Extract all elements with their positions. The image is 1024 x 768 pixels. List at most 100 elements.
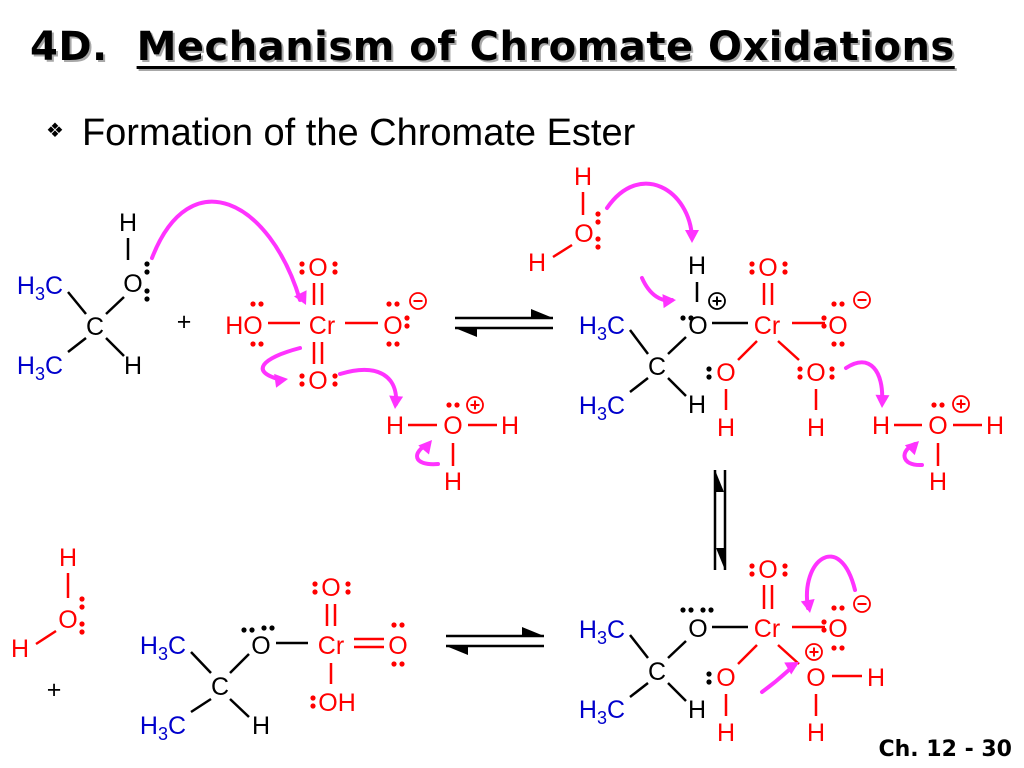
chromate-ho-lp-top xyxy=(250,301,264,307)
curved-arrow-hydroxyl-to-hydronium xyxy=(844,360,890,408)
ester-alpha-h: H xyxy=(252,712,270,740)
curved-arrow-oxide-to-cr-pi xyxy=(800,554,857,613)
chromate-lp-top-left xyxy=(299,261,305,275)
chromate-double-bond-bottom xyxy=(312,342,324,364)
bullet-line: ❖ Formation of the Chromate Ester xyxy=(46,112,635,155)
lower-intermediate-hydroxyl-h: H xyxy=(717,719,735,747)
curved-arrow-oxo-to-hydronium xyxy=(338,368,404,409)
lower-intermediate-water-oxygen: O xyxy=(806,664,825,692)
ester-o-lp-top-right xyxy=(261,625,275,631)
lower-intermediate-carbon: C xyxy=(648,658,666,686)
isopropanol-oxygen: O xyxy=(123,270,142,298)
intermediate-oxide-right: O xyxy=(828,312,847,340)
intermediate-negative-charge xyxy=(853,291,871,309)
lower-intermediate-negative-charge xyxy=(853,595,871,613)
ester-hydroxyl: OH xyxy=(318,689,356,717)
ester-o-lp-top-left xyxy=(241,627,255,633)
intermediate-oxonium-positive-charge xyxy=(708,292,726,310)
water-top-h-left: H xyxy=(528,249,546,277)
isopropanol-o-lone-pair-top xyxy=(144,261,150,275)
curved-arrow-alcohol-to-chromium xyxy=(150,199,307,305)
intermediate-hydroxyl-left-lp xyxy=(706,366,712,380)
intermediate-oxide-lp-bottom xyxy=(831,341,845,347)
water-product-bond-left xyxy=(35,629,57,646)
isopropanol-alpha-h: H xyxy=(124,352,142,380)
chromate-o-lp-right xyxy=(404,315,410,329)
ester-bond-c-h xyxy=(229,698,250,718)
hydronium-left-h-left: H xyxy=(386,412,404,440)
curved-arrow-water-to-oxonium-h xyxy=(605,181,699,243)
lower-intermediate-bond-c-h xyxy=(667,682,687,702)
intermediate-bond-c-o xyxy=(667,336,687,355)
water-top-bond-left xyxy=(552,243,573,259)
slide-number: Ch. 12 - 30 xyxy=(878,737,1012,762)
intermediate-oxo-lp-right xyxy=(782,261,788,275)
lower-intermediate-water-h-right: H xyxy=(867,664,885,692)
lower-intermediate-bond-cr-oh-left xyxy=(737,644,758,665)
isopropanol-bond-ch3-top xyxy=(67,291,87,315)
ester-oxo-right-lp-bottom xyxy=(391,661,405,667)
hydronium-left-h-bottom: H xyxy=(444,468,462,496)
ester-bond-ch3-top xyxy=(190,651,212,674)
hydronium-right-h-left: H xyxy=(872,412,890,440)
chromate-double-bond-top xyxy=(312,283,324,305)
water-product-h-up: H xyxy=(59,544,77,572)
equilibrium-arrow-bottom xyxy=(446,627,544,655)
plus-sign-top: + xyxy=(177,308,192,336)
hydronium-left-positive-charge xyxy=(466,396,484,414)
bullet-text: Formation of the Chromate Ester xyxy=(81,112,636,154)
equilibrium-arrow-top xyxy=(455,309,553,337)
hydronium-left-oxygen: O xyxy=(443,412,462,440)
isopropanol-hydroxyl-h: H xyxy=(119,209,137,237)
intermediate-bond-ch3-bottom xyxy=(629,377,649,393)
lower-intermediate-hydroxyl-lp xyxy=(706,671,712,685)
water-top-lp-upper xyxy=(595,211,601,225)
intermediate-chromium: Cr xyxy=(754,312,780,340)
lower-intermediate-methyl-top: H3C xyxy=(579,616,625,648)
hydronium-right-lp xyxy=(931,402,945,408)
ester-bond-c-o xyxy=(229,653,250,674)
diamond-bullet-icon: ❖ xyxy=(46,120,64,143)
chromate-oxo-top: O xyxy=(308,254,327,282)
isopropanol-carbon: C xyxy=(86,313,104,341)
slide-title: 4D. Mechanism of Chromate Oxidations xyxy=(30,24,955,70)
lower-intermediate-water-h-bottom: H xyxy=(807,719,825,747)
ester-double-bond-right xyxy=(354,637,384,649)
chromate-lp-top-right xyxy=(332,261,338,275)
ester-methyl-bottom: H3C xyxy=(140,712,186,744)
ester-oxo-right-lp-top xyxy=(391,622,405,628)
lower-intermediate-hydroxyl-o: O xyxy=(716,664,735,692)
ester-oxo-right: O xyxy=(388,632,407,660)
hydronium-left-h-right: H xyxy=(501,412,519,440)
water-product-lp-upper xyxy=(79,596,85,610)
intermediate-hydroxyl-left-o: O xyxy=(716,359,735,387)
intermediate-oxo-lp-left xyxy=(749,261,755,275)
hydronium-right-h-right: H xyxy=(986,412,1004,440)
isopropanol-bond-c-h xyxy=(105,337,125,357)
lower-intermediate-ester-oxygen: O xyxy=(688,615,707,643)
water-product-lp-lower xyxy=(79,621,85,635)
lower-intermediate-bond-ch3-top xyxy=(629,634,649,659)
lower-intermediate-chromium: Cr xyxy=(754,615,780,643)
isopropanol-bond-ch3-bottom xyxy=(67,337,87,353)
intermediate-hydroxyl-left-h: H xyxy=(717,414,735,442)
title-number: 4D. xyxy=(30,24,108,70)
isopropanol-o-lone-pair-bottom xyxy=(144,288,150,302)
intermediate-hydroxyl-right-o: O xyxy=(806,359,825,387)
ester-oxo-lp-right xyxy=(345,581,351,595)
ester-oxygen: O xyxy=(251,632,270,660)
ester-chromium: Cr xyxy=(318,632,344,660)
ester-bond-ch3-bottom xyxy=(190,697,212,714)
intermediate-ester-o-lp xyxy=(680,315,694,321)
curved-arrow-hydronium-left-bond xyxy=(415,440,440,467)
intermediate-hydroxyl-right-lp-left xyxy=(797,366,803,380)
title-text: Mechanism of Chromate Oxidations xyxy=(136,24,955,70)
intermediate-hydroxyl-right-lp-right xyxy=(829,366,835,380)
lower-intermediate-bond-cr-oh2 xyxy=(777,644,800,665)
lower-intermediate-methyl-bottom: H3C xyxy=(579,696,625,728)
lower-intermediate-positive-charge xyxy=(805,643,823,661)
ester-double-bond-top xyxy=(325,604,337,626)
lower-intermediate-oxide-lp-bottom xyxy=(831,645,845,651)
water-top-oxygen: O xyxy=(574,220,593,248)
